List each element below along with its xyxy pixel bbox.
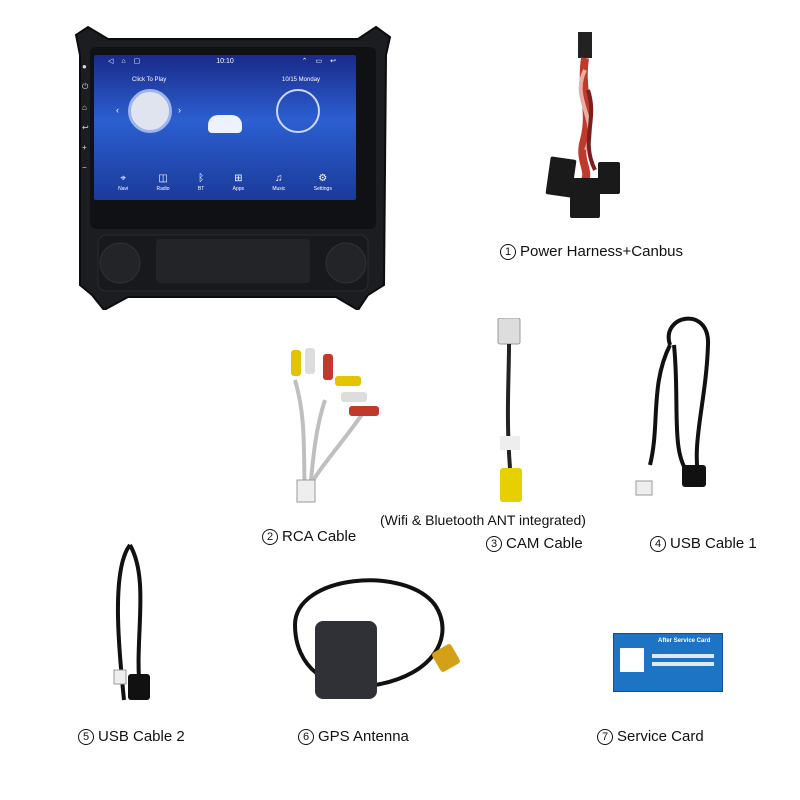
service-card-title: After Service Card bbox=[658, 638, 711, 644]
usb-cable-1-image bbox=[635, 316, 711, 496]
caption-number: 6 bbox=[298, 728, 314, 745]
power-harness-image bbox=[545, 32, 620, 218]
caption-label: GPS Antenna bbox=[318, 728, 409, 745]
caption-usb-cable-1: 4 USB Cable 1 bbox=[650, 535, 757, 552]
caption-gps-antenna: 6 GPS Antenna bbox=[298, 728, 409, 745]
music-icon: ♫ bbox=[275, 173, 283, 184]
caption-label: CAM Cable bbox=[506, 535, 583, 552]
dock-item-navi[interactable]: ⌖Navi bbox=[118, 173, 129, 193]
caption-number: 4 bbox=[650, 535, 666, 552]
cam-note: (Wifi & Bluetooth ANT integrated) bbox=[380, 512, 586, 528]
click-to-play-label: Click To Play bbox=[132, 77, 167, 83]
location-icon: ⌖ bbox=[120, 173, 126, 184]
dock-item-settings[interactable]: ⚙Settings bbox=[313, 173, 332, 193]
mic-icon: ● bbox=[82, 62, 87, 71]
caption-label: Service Card bbox=[617, 728, 704, 745]
caption-label: Power Harness+Canbus bbox=[520, 243, 684, 260]
radio-icon: ◫ bbox=[158, 173, 168, 184]
home-icon: ⌂ bbox=[82, 103, 87, 112]
caption-power-harness: 1 Power Harness+Canbus bbox=[500, 243, 683, 260]
music-widget: Click To Play ‹ › bbox=[114, 77, 210, 145]
card-line bbox=[652, 662, 714, 666]
gps-antenna-image bbox=[292, 578, 460, 699]
cam-cable-image bbox=[497, 318, 522, 502]
dock-item-radio[interactable]: ◫Radio bbox=[156, 173, 170, 193]
status-icons: ⌃▭↩ bbox=[301, 58, 344, 65]
caption-number: 7 bbox=[597, 728, 613, 745]
volume-down-icon: − bbox=[82, 163, 87, 172]
dock-item-music[interactable]: ♫Music bbox=[272, 173, 286, 193]
caption-number: 1 bbox=[500, 243, 516, 260]
power-icon: ⏻ bbox=[82, 82, 89, 91]
status-bar: ◁⌂▢ 10:10 ⌃▭↩ bbox=[94, 55, 356, 67]
settings-icon: ⚙ bbox=[318, 173, 328, 184]
status-time: 10:10 bbox=[216, 57, 234, 65]
card-line bbox=[652, 654, 714, 658]
rca-cable-image bbox=[291, 348, 379, 503]
caption-cam-cable: 3 CAM Cable bbox=[486, 535, 583, 552]
head-unit-screen: ◁⌂▢ 10:10 ⌃▭↩ Click To Play ‹ › 10/15 Mo… bbox=[94, 55, 356, 200]
back-icon: ↩ bbox=[82, 123, 89, 132]
bluetooth-icon: ᛒ bbox=[198, 173, 205, 184]
caption-label: USB Cable 2 bbox=[98, 728, 185, 745]
car-icon bbox=[208, 115, 242, 133]
caption-label: RCA Cable bbox=[282, 528, 357, 545]
dock-item-apps[interactable]: ⊞Apps bbox=[232, 173, 245, 193]
head-unit-side-buttons: ● ⏻ ⌂ ↩ + − bbox=[82, 62, 89, 172]
caption-rca-cable: 2 RCA Cable bbox=[262, 528, 356, 545]
nav-icons: ◁⌂▢ bbox=[108, 58, 149, 65]
caption-usb-cable-2: 5 USB Cable 2 bbox=[78, 728, 185, 745]
prev-icon: ‹ bbox=[116, 105, 119, 115]
volume-up-icon: + bbox=[82, 143, 87, 152]
service-card-image: After Service Card bbox=[613, 633, 723, 692]
album-art bbox=[128, 89, 172, 133]
caption-number: 2 bbox=[262, 528, 278, 545]
qr-code-icon bbox=[620, 648, 644, 672]
clock-icon bbox=[276, 89, 320, 133]
caption-label: USB Cable 1 bbox=[670, 535, 757, 552]
date-label: 10/15 Monday bbox=[282, 77, 321, 83]
apps-icon: ⊞ bbox=[234, 173, 243, 184]
caption-number: 5 bbox=[78, 728, 94, 745]
usb-cable-2-image bbox=[113, 543, 150, 701]
clock-widget: 10/15 Monday bbox=[276, 77, 356, 145]
caption-service-card: 7 Service Card bbox=[597, 728, 704, 745]
next-icon: › bbox=[178, 105, 181, 115]
caption-number: 3 bbox=[486, 535, 502, 552]
